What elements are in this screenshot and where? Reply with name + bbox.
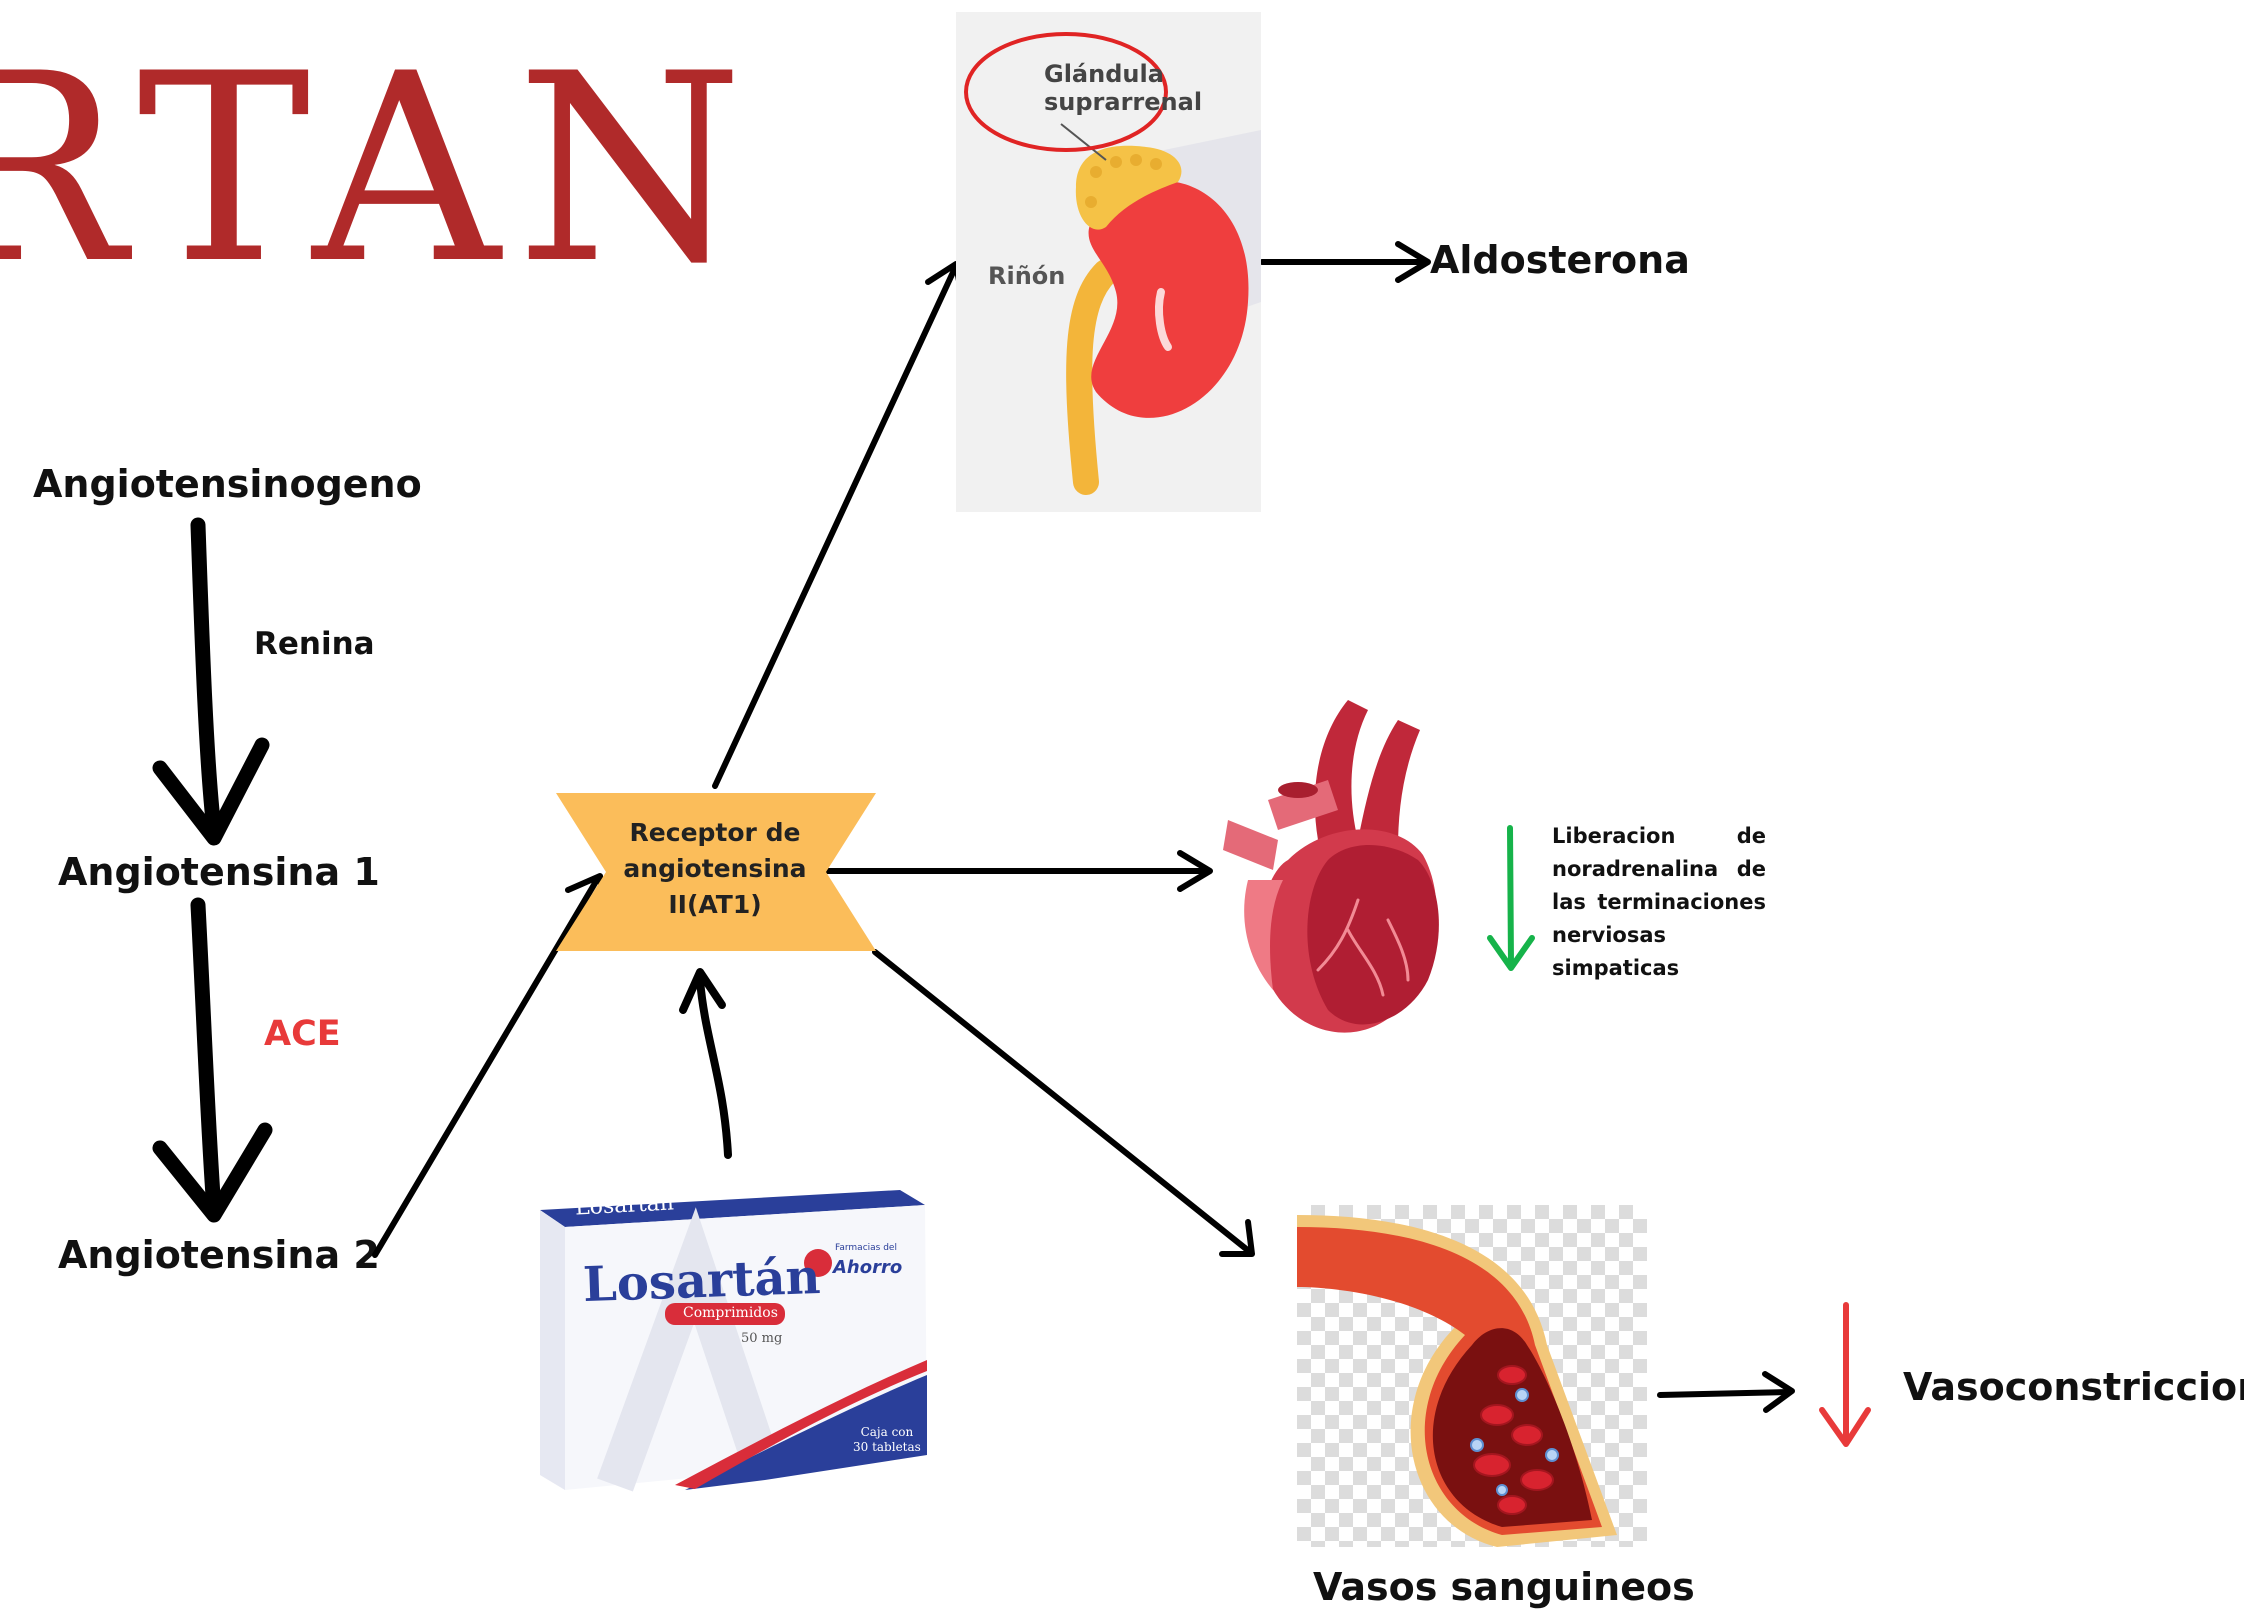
glandula-label: Glándula suprarrenal [1044, 60, 1202, 116]
box-pharmacy-name: Ahorro [833, 1257, 903, 1278]
box-pharmacy-small: Farmacias del [835, 1243, 897, 1253]
label-renina: Renina [254, 626, 375, 662]
arrow-receptor-to-vessel-head [1219, 1219, 1255, 1257]
arrow-losartan-to-receptor [696, 976, 732, 1159]
label-vasoconstriccion: Vasoconstriccion [1903, 1365, 2244, 1409]
losartan-box: Losartán Losartán Comprimidos 50 mg Farm… [535, 1185, 930, 1495]
box-count: Caja con 30 tabletas [853, 1425, 921, 1455]
receptor-label: Receptor de angiotensina II(AT1) [610, 815, 820, 923]
arrow-ace-head [152, 1122, 273, 1223]
kidney-illustration: Glándula suprarrenal Riñón [956, 12, 1261, 512]
glandula-line-1: Glándula [1044, 60, 1164, 88]
box-count-line-2: 30 tabletas [853, 1440, 921, 1454]
heart-illustration [1223, 700, 1439, 1033]
receptor-shape [556, 793, 876, 951]
label-angiotensinogeno: Angiotensinogeno [33, 462, 422, 506]
green-down-arrow [1487, 825, 1535, 971]
box-top-brand: Losartán [574, 1190, 675, 1221]
glandula-line-2: suprarrenal [1044, 88, 1203, 116]
arrow-renina [190, 517, 222, 838]
box-count-line-1: Caja con [860, 1425, 914, 1439]
arrow-losartan-to-receptor-head [679, 968, 726, 1014]
arrow-ace [190, 897, 222, 1218]
label-angiotensina-2: Angiotensina 2 [58, 1233, 380, 1277]
title: RTAN [0, 19, 760, 321]
label-angiotensina-1: Angiotensina 1 [58, 850, 380, 894]
arrow-receptor-to-heart-head [1177, 850, 1213, 892]
label-vasos-sanguineos: Vasos sanguineos [1313, 1565, 1695, 1609]
arrow-receptor-to-kidney [712, 265, 958, 789]
arrow-vessel-to-vaso-head [1762, 1371, 1795, 1413]
arrow-renina-head [152, 737, 270, 846]
arrow-vessel-to-vaso [1657, 1389, 1793, 1398]
red-down-arrow [1819, 1302, 1871, 1447]
label-ace: ACE [264, 1014, 341, 1054]
box-form: Comprimidos [683, 1305, 778, 1321]
box-drug-name: Losartán [582, 1248, 822, 1314]
box-dose: 50 mg [741, 1331, 783, 1346]
arrow-ang2-to-receptor [372, 875, 601, 1258]
rinon-label: Riñón [988, 262, 1066, 290]
heart-note: Liberacion de noradrenalina de las termi… [1552, 824, 1766, 980]
label-aldosterona: Aldosterona [1430, 238, 1690, 282]
receptor-line-2: angiotensina [623, 854, 807, 883]
blood-vessel-illustration [1297, 1205, 1647, 1547]
receptor-line-1: Receptor de [629, 818, 801, 847]
receptor-line-3: II(AT1) [668, 890, 762, 919]
arrow-receptor-to-vessel [872, 949, 1253, 1255]
arrow-kidney-to-aldosterona-head [1395, 241, 1431, 283]
